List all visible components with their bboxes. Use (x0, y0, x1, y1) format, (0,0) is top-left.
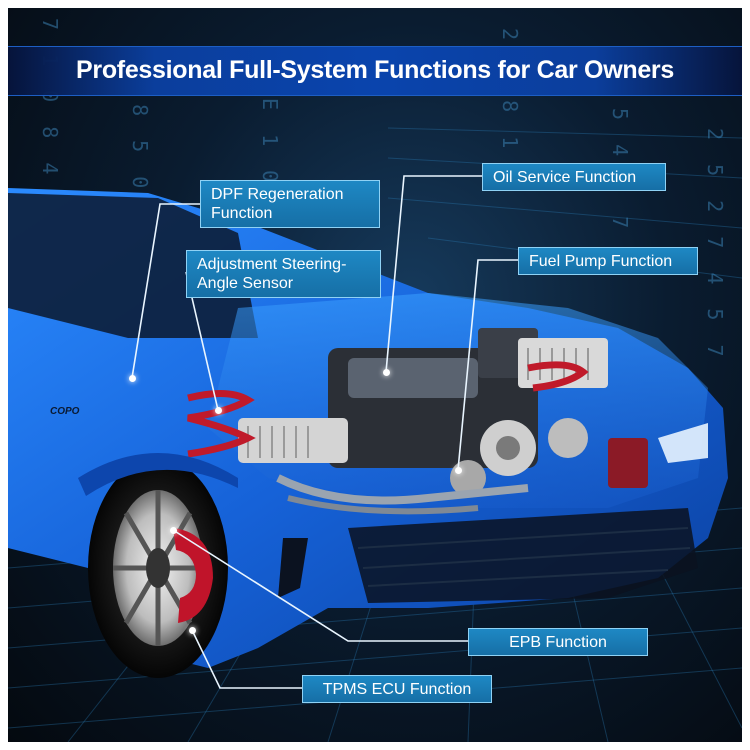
digital-rain-decoration: 7 1 0 8 4 (38, 18, 62, 181)
copo-badge: COPO (50, 406, 80, 417)
anchor-dot-tpms (189, 627, 196, 634)
page-title: Professional Full-System Functions for C… (76, 56, 674, 84)
anchor-dot-dpf (129, 375, 136, 382)
callout-steering-line2: Angle Sensor (197, 275, 294, 292)
callout-dpf-line1: DPF Regeneration (211, 186, 344, 203)
callout-steering-line1: Adjustment Steering- (197, 256, 347, 273)
callout-oil-service: Oil Service Function (482, 163, 666, 191)
callout-dpf-regeneration: DPF Regeneration Function (200, 180, 380, 228)
callout-connectors (131, 175, 518, 689)
product-image: 7 1 0 8 4 1 8 5 0 E 1 0 2 7 8 1 5 4 3 7 … (8, 8, 742, 742)
title-banner (8, 46, 742, 96)
anchor-dot-steering (215, 407, 222, 414)
callout-tpms-ecu: TPMS ECU Function (302, 675, 492, 703)
spring-illustration (187, 361, 589, 458)
digital-rain-decoration: E 1 0 (258, 98, 282, 189)
callout-epb: EPB Function (468, 628, 648, 656)
brake-caliper (173, 528, 213, 623)
windshield (8, 193, 258, 338)
callout-dpf-line2: Function (211, 205, 273, 222)
callout-steering-angle-sensor: Adjustment Steering- Angle Sensor (186, 250, 381, 298)
headlight (658, 423, 708, 463)
digital-rain-decoration: 2 5 2 7 4 5 7 (703, 128, 727, 363)
callout-fuel-pump: Fuel Pump Function (518, 247, 698, 275)
anchor-dot-oil (383, 369, 390, 376)
car-illustration (8, 127, 742, 742)
anchor-dot-fuel (455, 467, 462, 474)
wheel-illustration (78, 453, 238, 678)
side-vent (278, 538, 308, 598)
fender-front (78, 453, 238, 496)
anchor-dot-epb (170, 527, 177, 534)
